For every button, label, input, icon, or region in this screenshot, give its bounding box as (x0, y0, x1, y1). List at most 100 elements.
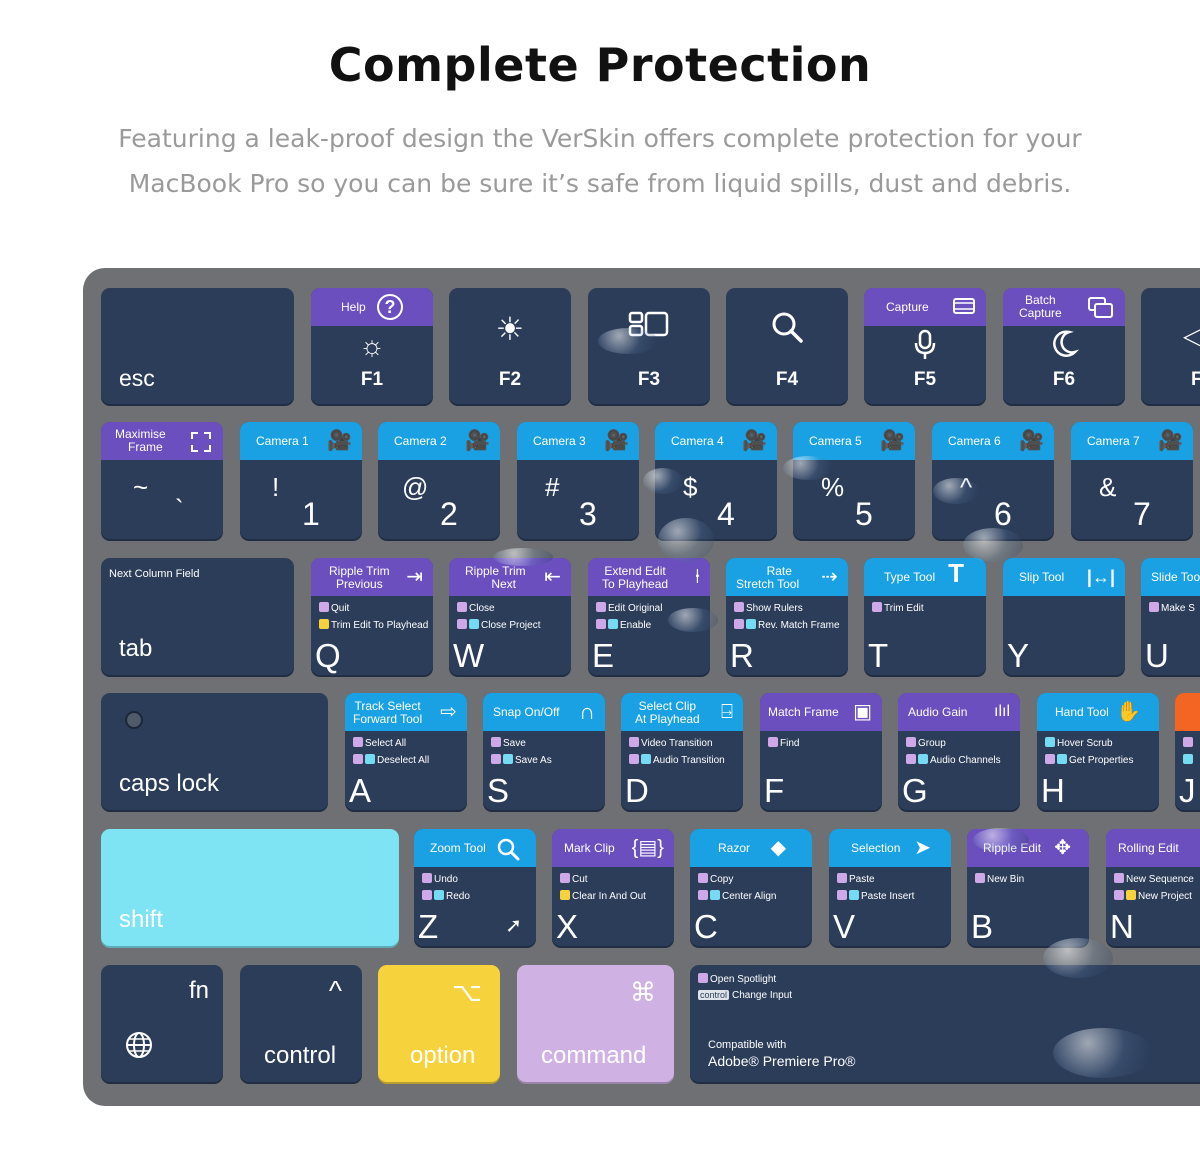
rewind-icon: ◁ (1183, 323, 1200, 350)
shortcut-2: Save As (491, 754, 552, 766)
key-f2[interactable]: ☀ F2 (449, 288, 571, 406)
key-header: Camera 6🎥 (932, 422, 1054, 460)
water-drop (973, 828, 1029, 852)
shortcut-2 (1183, 754, 1195, 766)
key-1[interactable]: Camera 1🎥 ! 1 (240, 422, 362, 541)
key-fn[interactable]: fn (101, 965, 223, 1084)
key-header: Selection➤ (829, 829, 951, 867)
shortcut-1: Find (768, 737, 799, 749)
key-esc[interactable]: esc (101, 288, 294, 406)
key-letter: U (1145, 637, 1169, 674)
key-header: Mark Clip{▤} (552, 829, 674, 867)
key-f7-partial[interactable]: ◁ F (1141, 288, 1200, 406)
key-c[interactable]: Razor◆ Copy Center Align C (690, 829, 812, 948)
key-3[interactable]: Camera 3🎥 # 3 (517, 422, 639, 541)
shortcut-2: Center Align (698, 890, 776, 902)
key-x[interactable]: Mark Clip{▤} Cut Clear In And Out X (552, 829, 674, 948)
shortcut-2: Redo (422, 890, 470, 902)
key-f5[interactable]: Capture F5 (864, 288, 986, 406)
shortcut-2: Get Properties (1045, 754, 1133, 766)
film-icon (952, 296, 976, 321)
key-5[interactable]: Camera 5🎥 % 5 (793, 422, 915, 541)
key-bottom-symbol: 7 (1133, 496, 1151, 532)
shortcut-1: Paste (837, 873, 875, 885)
key-letter: V (833, 908, 856, 945)
question-icon: ? (377, 294, 403, 320)
option-symbol: ⌥ (452, 977, 482, 1007)
key-header: Slip Tool|↔| (1003, 558, 1125, 596)
header-label: Selection (851, 841, 901, 855)
key-label: F1 (360, 369, 384, 390)
key-letter: C (694, 908, 718, 945)
shortcut-2: Clear In And Out (560, 890, 646, 902)
key-header: Slide Too (1141, 558, 1200, 596)
camera-icon: 🎥 (604, 430, 629, 452)
track-select-icon: ⇨ (440, 701, 457, 723)
header-label: Slip Tool (1019, 570, 1065, 584)
brightness-low-icon: ☼ (359, 330, 385, 361)
key-caps-lock[interactable]: caps lock (101, 693, 328, 812)
key-f1[interactable]: Help ? ☼ F1 (311, 288, 433, 406)
key-label: F4 (775, 369, 799, 390)
key-header: Camera 5🎥 (793, 422, 915, 460)
key-2[interactable]: Camera 2🎥 @ 2 (378, 422, 500, 541)
key-7[interactable]: Camera 7🎥 & 7 (1071, 422, 1193, 541)
key-label: option (410, 1042, 476, 1069)
shortcut-1: Trim Edit (872, 602, 924, 614)
key-s[interactable]: Snap On/Off∩ Save Save As S (483, 693, 605, 812)
key-j[interactable]: J (1175, 693, 1200, 812)
key-backtick[interactable]: Maximise Frame ~ ` (101, 422, 223, 541)
shortcut-1: Edit Original (596, 602, 662, 614)
key-n[interactable]: Rolling Edit✢ New Sequence New Project N (1106, 829, 1200, 948)
audio-gain-icon: ılıl (994, 703, 1010, 720)
key-y[interactable]: Slip Tool|↔| Y (1003, 558, 1125, 677)
key-shift[interactable]: shift (101, 829, 399, 948)
key-top-symbol: ! (272, 472, 280, 502)
key-f4[interactable]: F4 (726, 288, 848, 406)
key-control[interactable]: ^ control (240, 965, 362, 1084)
header-label: Slide Too (1151, 570, 1200, 584)
key-u[interactable]: Slide Too Make S U (1141, 558, 1200, 677)
control-symbol: ^ (328, 975, 342, 1006)
keyboard-skin: esc Help ? ☼ F1 ☀ F2 F3 F4 Capture (83, 268, 1200, 1106)
shortcut-2: Enable (596, 619, 651, 631)
shortcut-1: New Bin (975, 873, 1024, 885)
key-top-symbol: % (821, 472, 845, 502)
key-bottom-symbol: 3 (579, 496, 597, 532)
key-letter: W (453, 637, 485, 674)
key-header: Rolling Edit✢ (1106, 829, 1200, 867)
key-letter: R (730, 637, 754, 674)
key-option[interactable]: ⌥ option (378, 965, 500, 1084)
key-v[interactable]: Selection➤ Paste Paste Insert V (829, 829, 951, 948)
key-bottom-symbol: ` (175, 494, 184, 524)
key-f[interactable]: Match Frame▣ Find F (760, 693, 882, 812)
key-z[interactable]: Zoom Tool Undo Redo Z ➚ (414, 829, 536, 948)
key-w[interactable]: Ripple Trim Next⇤ Close Close Project W (449, 558, 571, 677)
key-tab[interactable]: Next Column Field tab (101, 558, 294, 677)
trim-previous-icon: ⇥ (406, 566, 423, 588)
globe-icon (125, 1031, 153, 1064)
shortcut-2: New Project (1114, 890, 1192, 902)
key-h[interactable]: Hand Tool✋ Hover Scrub Get Properties H (1037, 693, 1159, 812)
shortcut-1: Close (457, 602, 495, 614)
header-label: Camera 1 (256, 434, 309, 448)
camera-icon: 🎥 (742, 430, 767, 452)
key-label: control (264, 1042, 337, 1069)
zoom-icon (496, 837, 520, 866)
key-letter: Z (418, 908, 439, 945)
key-command[interactable]: ⌘ command (517, 965, 674, 1084)
key-label: F3 (637, 369, 661, 390)
key-letter: F (764, 772, 785, 809)
header-label: Rolling Edit (1118, 841, 1179, 855)
header-label: Razor (718, 841, 751, 855)
